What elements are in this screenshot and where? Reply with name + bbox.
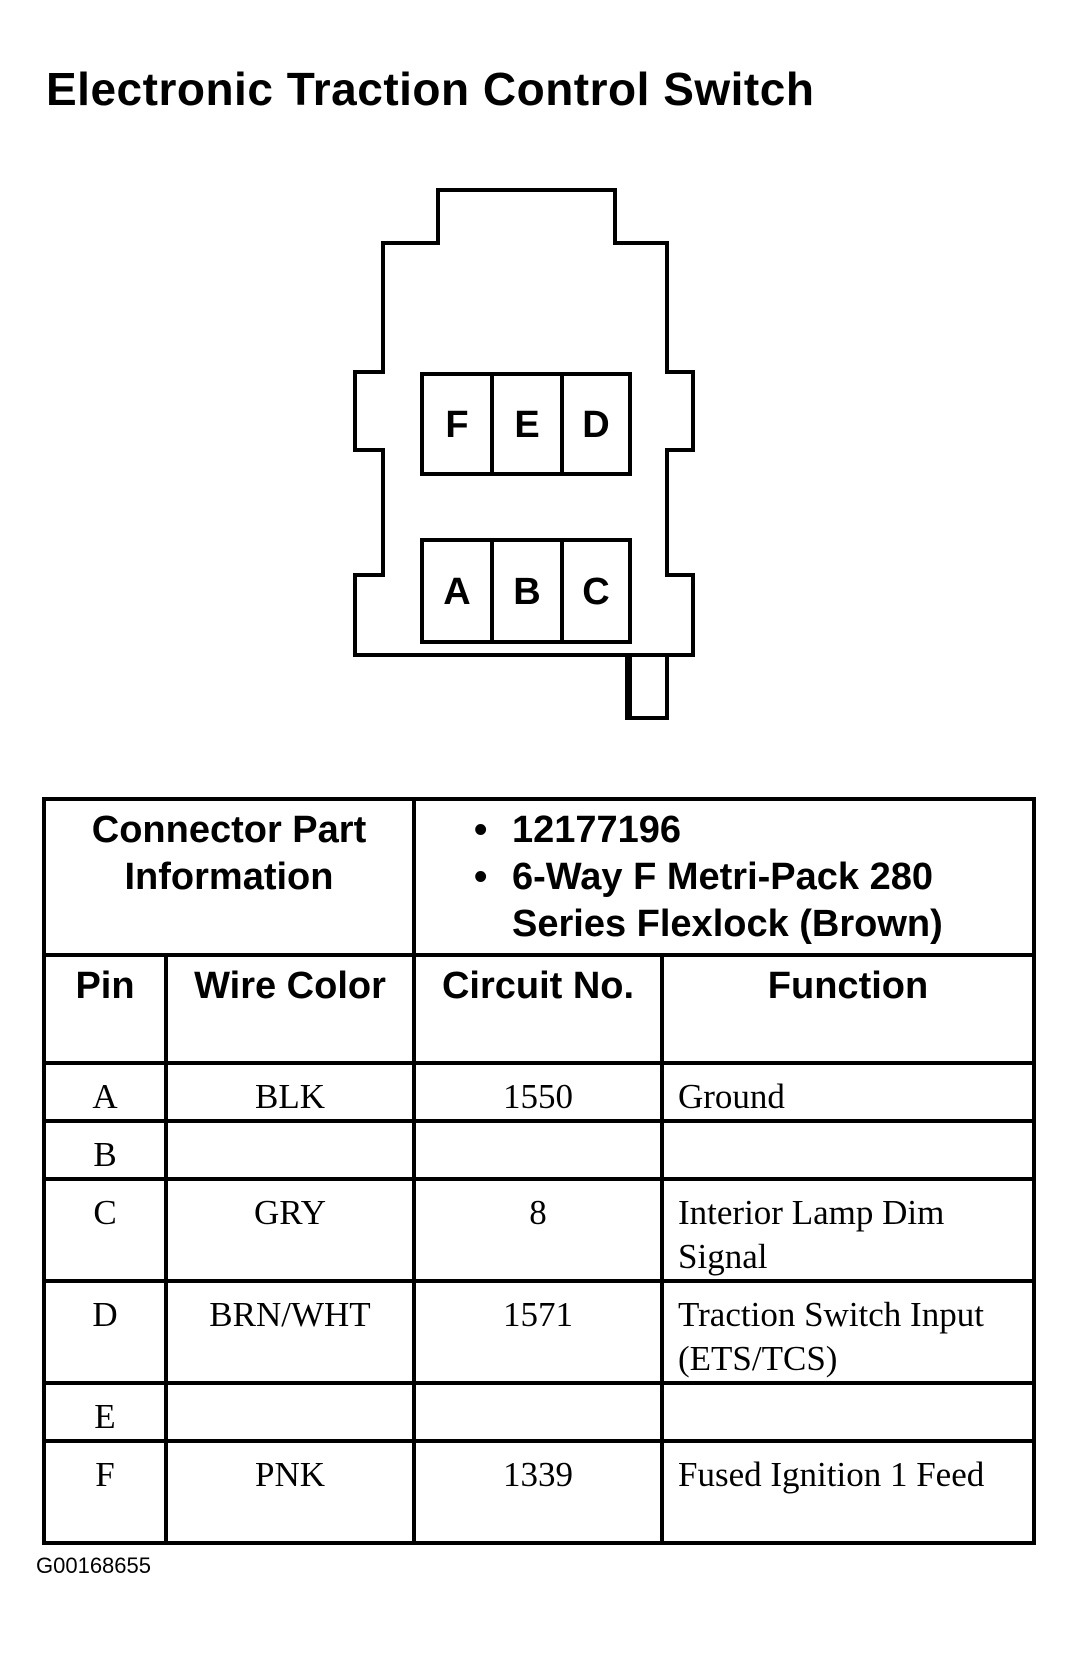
connector-description: 6-Way F Metri-Pack 280 Series Flexlock (… [474, 854, 1032, 948]
circuit-cell: 8 [412, 1177, 664, 1283]
circuit-cell: 1550 [412, 1061, 664, 1123]
column-header-wire-color: Wire Color [164, 953, 416, 1065]
wire-color-cell [164, 1119, 416, 1181]
column-header-circuit: Circuit No. [412, 953, 664, 1065]
part-info-list: 12177196 6-Way F Metri-Pack 280 Series F… [474, 807, 1032, 948]
wire-color-cell: PNK [164, 1439, 416, 1545]
pin-cell: C [42, 1177, 168, 1283]
pinout-table: Connector Part Information 12177196 6-Wa… [42, 797, 1037, 1545]
wire-color-cell: BLK [164, 1061, 416, 1123]
column-header-pin: Pin [42, 953, 168, 1065]
column-header-function: Function [659, 953, 1037, 1065]
pin-cell: E [42, 1381, 168, 1443]
part-info-row: Connector Part Information 12177196 6-Wa… [42, 797, 1037, 957]
table-row: B [42, 1119, 1037, 1181]
circuit-cell: 1339 [412, 1439, 664, 1545]
part-info-values: 12177196 6-Way F Metri-Pack 280 Series F… [411, 797, 1037, 957]
pin-cell: B [42, 1119, 168, 1181]
function-cell [659, 1119, 1037, 1181]
pin-cavity-c [560, 538, 632, 644]
table-row: A BLK 1550 Ground [42, 1061, 1037, 1123]
pin-label-d: D [582, 404, 609, 446]
function-cell: Fused Ignition 1 Feed [659, 1439, 1037, 1545]
table-row: E [42, 1381, 1037, 1443]
pin-label-b: B [513, 571, 540, 613]
pin-label-a: A [443, 571, 470, 613]
pin-cavity-d [560, 372, 632, 476]
pin-cell: A [42, 1061, 168, 1123]
pin-cell: F [42, 1439, 168, 1545]
diagram-title: Electronic Traction Control Switch [46, 63, 815, 115]
pin-label-c: C [582, 571, 609, 613]
circuit-cell [412, 1119, 664, 1181]
table-row: F PNK 1339 Fused Ignition 1 Feed [42, 1439, 1037, 1545]
table-row: C GRY 8 Interior Lamp Dim Signal [42, 1177, 1037, 1283]
table-row: D BRN/WHT 1571 Traction Switch Input (ET… [42, 1279, 1037, 1385]
function-cell: Traction Switch Input (ETS/TCS) [659, 1279, 1037, 1385]
figure-id: G00168655 [36, 1553, 151, 1578]
connector-key-tab [625, 655, 669, 720]
connector-face-diagram: F E D A B C [353, 188, 695, 720]
pin-cell: D [42, 1279, 168, 1385]
part-info-label: Connector Part Information [42, 797, 416, 957]
pin-row-bottom: A B C [420, 538, 632, 644]
function-cell: Ground [659, 1061, 1037, 1123]
column-header-row: Pin Wire Color Circuit No. Function [42, 953, 1037, 1065]
circuit-cell [412, 1381, 664, 1443]
circuit-cell: 1571 [412, 1279, 664, 1385]
pin-label-e: E [514, 404, 539, 446]
wire-color-cell: BRN/WHT [164, 1279, 416, 1385]
pin-row-top: F E D [420, 372, 632, 476]
wire-color-cell [164, 1381, 416, 1443]
pin-label-f: F [445, 404, 468, 446]
function-cell: Interior Lamp Dim Signal [659, 1177, 1037, 1283]
wire-color-cell: GRY [164, 1177, 416, 1283]
function-cell [659, 1381, 1037, 1443]
connector-housing-outline [353, 188, 695, 720]
part-number: 12177196 [474, 807, 1032, 854]
